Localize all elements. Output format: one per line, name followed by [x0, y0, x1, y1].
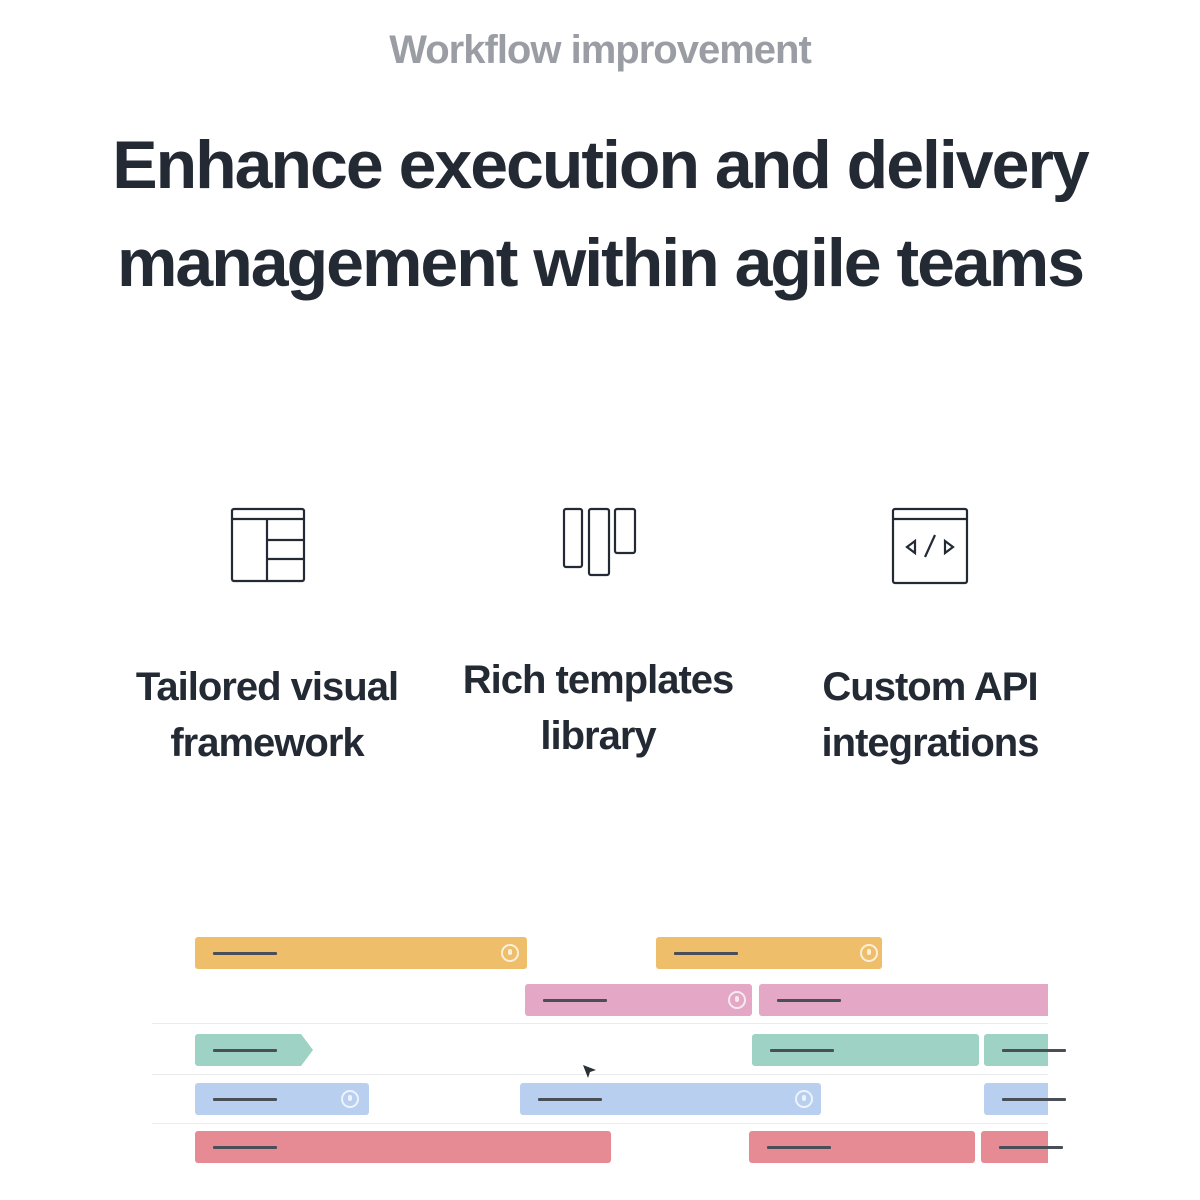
bar-title-placeholder [543, 999, 607, 1002]
assignee-avatar-icon [501, 944, 519, 962]
timeline-bar-red[interactable] [749, 1131, 975, 1163]
timeline-bar-red[interactable] [981, 1131, 1063, 1163]
bar-title-placeholder [213, 952, 277, 955]
eyebrow-label: Workflow improvement [389, 28, 812, 72]
assignee-avatar-icon [341, 1090, 359, 1108]
bar-title-placeholder [999, 1146, 1063, 1149]
bar-title-placeholder [213, 1049, 277, 1052]
timeline-bar-yellow[interactable] [656, 937, 882, 969]
bar-title-placeholder [213, 1146, 277, 1149]
milestone-arrow-icon [301, 1034, 313, 1066]
page-headline: Enhance execution and delivery managemen… [112, 127, 1089, 301]
timeline-divider [152, 1074, 1048, 1075]
timeline-bar-blue[interactable] [195, 1083, 369, 1115]
timeline-bar-teal[interactable] [195, 1034, 313, 1066]
timeline-bar-pink[interactable] [525, 984, 752, 1016]
feature-label-visual-framework: Tailored visual framework [135, 665, 399, 765]
timeline-bar-yellow[interactable] [195, 937, 527, 969]
timeline-bar-pink[interactable] [759, 984, 1048, 1016]
timeline-divider [152, 1023, 1048, 1024]
bar-title-placeholder [777, 999, 841, 1002]
timeline-bar-red[interactable] [195, 1131, 611, 1163]
timeline-bar-teal[interactable] [752, 1034, 979, 1066]
assignee-avatar-icon [728, 991, 746, 1009]
feature-label-templates-library: Rich templates library [462, 658, 735, 758]
assignee-avatar-icon [860, 944, 878, 962]
kanban-columns-icon [562, 507, 637, 577]
bar-title-placeholder [770, 1049, 834, 1052]
timeline-bar-blue[interactable] [520, 1083, 821, 1115]
bar-title-placeholder [213, 1098, 277, 1101]
bar-title-placeholder [538, 1098, 602, 1101]
mouse-cursor-icon [583, 1065, 596, 1078]
layout-panels-icon [230, 507, 306, 583]
bar-title-placeholder [767, 1146, 831, 1149]
bar-title-placeholder [674, 952, 738, 955]
feature-label-api-integrations: Custom API integrations [821, 665, 1040, 765]
bar-title-placeholder [1002, 1049, 1066, 1052]
bar-title-placeholder [1002, 1098, 1066, 1101]
timeline-divider [152, 1123, 1048, 1124]
assignee-avatar-icon [795, 1090, 813, 1108]
timeline-bar-blue[interactable] [984, 1083, 1066, 1115]
timeline-bar-teal[interactable] [984, 1034, 1066, 1066]
code-window-icon [891, 507, 969, 585]
